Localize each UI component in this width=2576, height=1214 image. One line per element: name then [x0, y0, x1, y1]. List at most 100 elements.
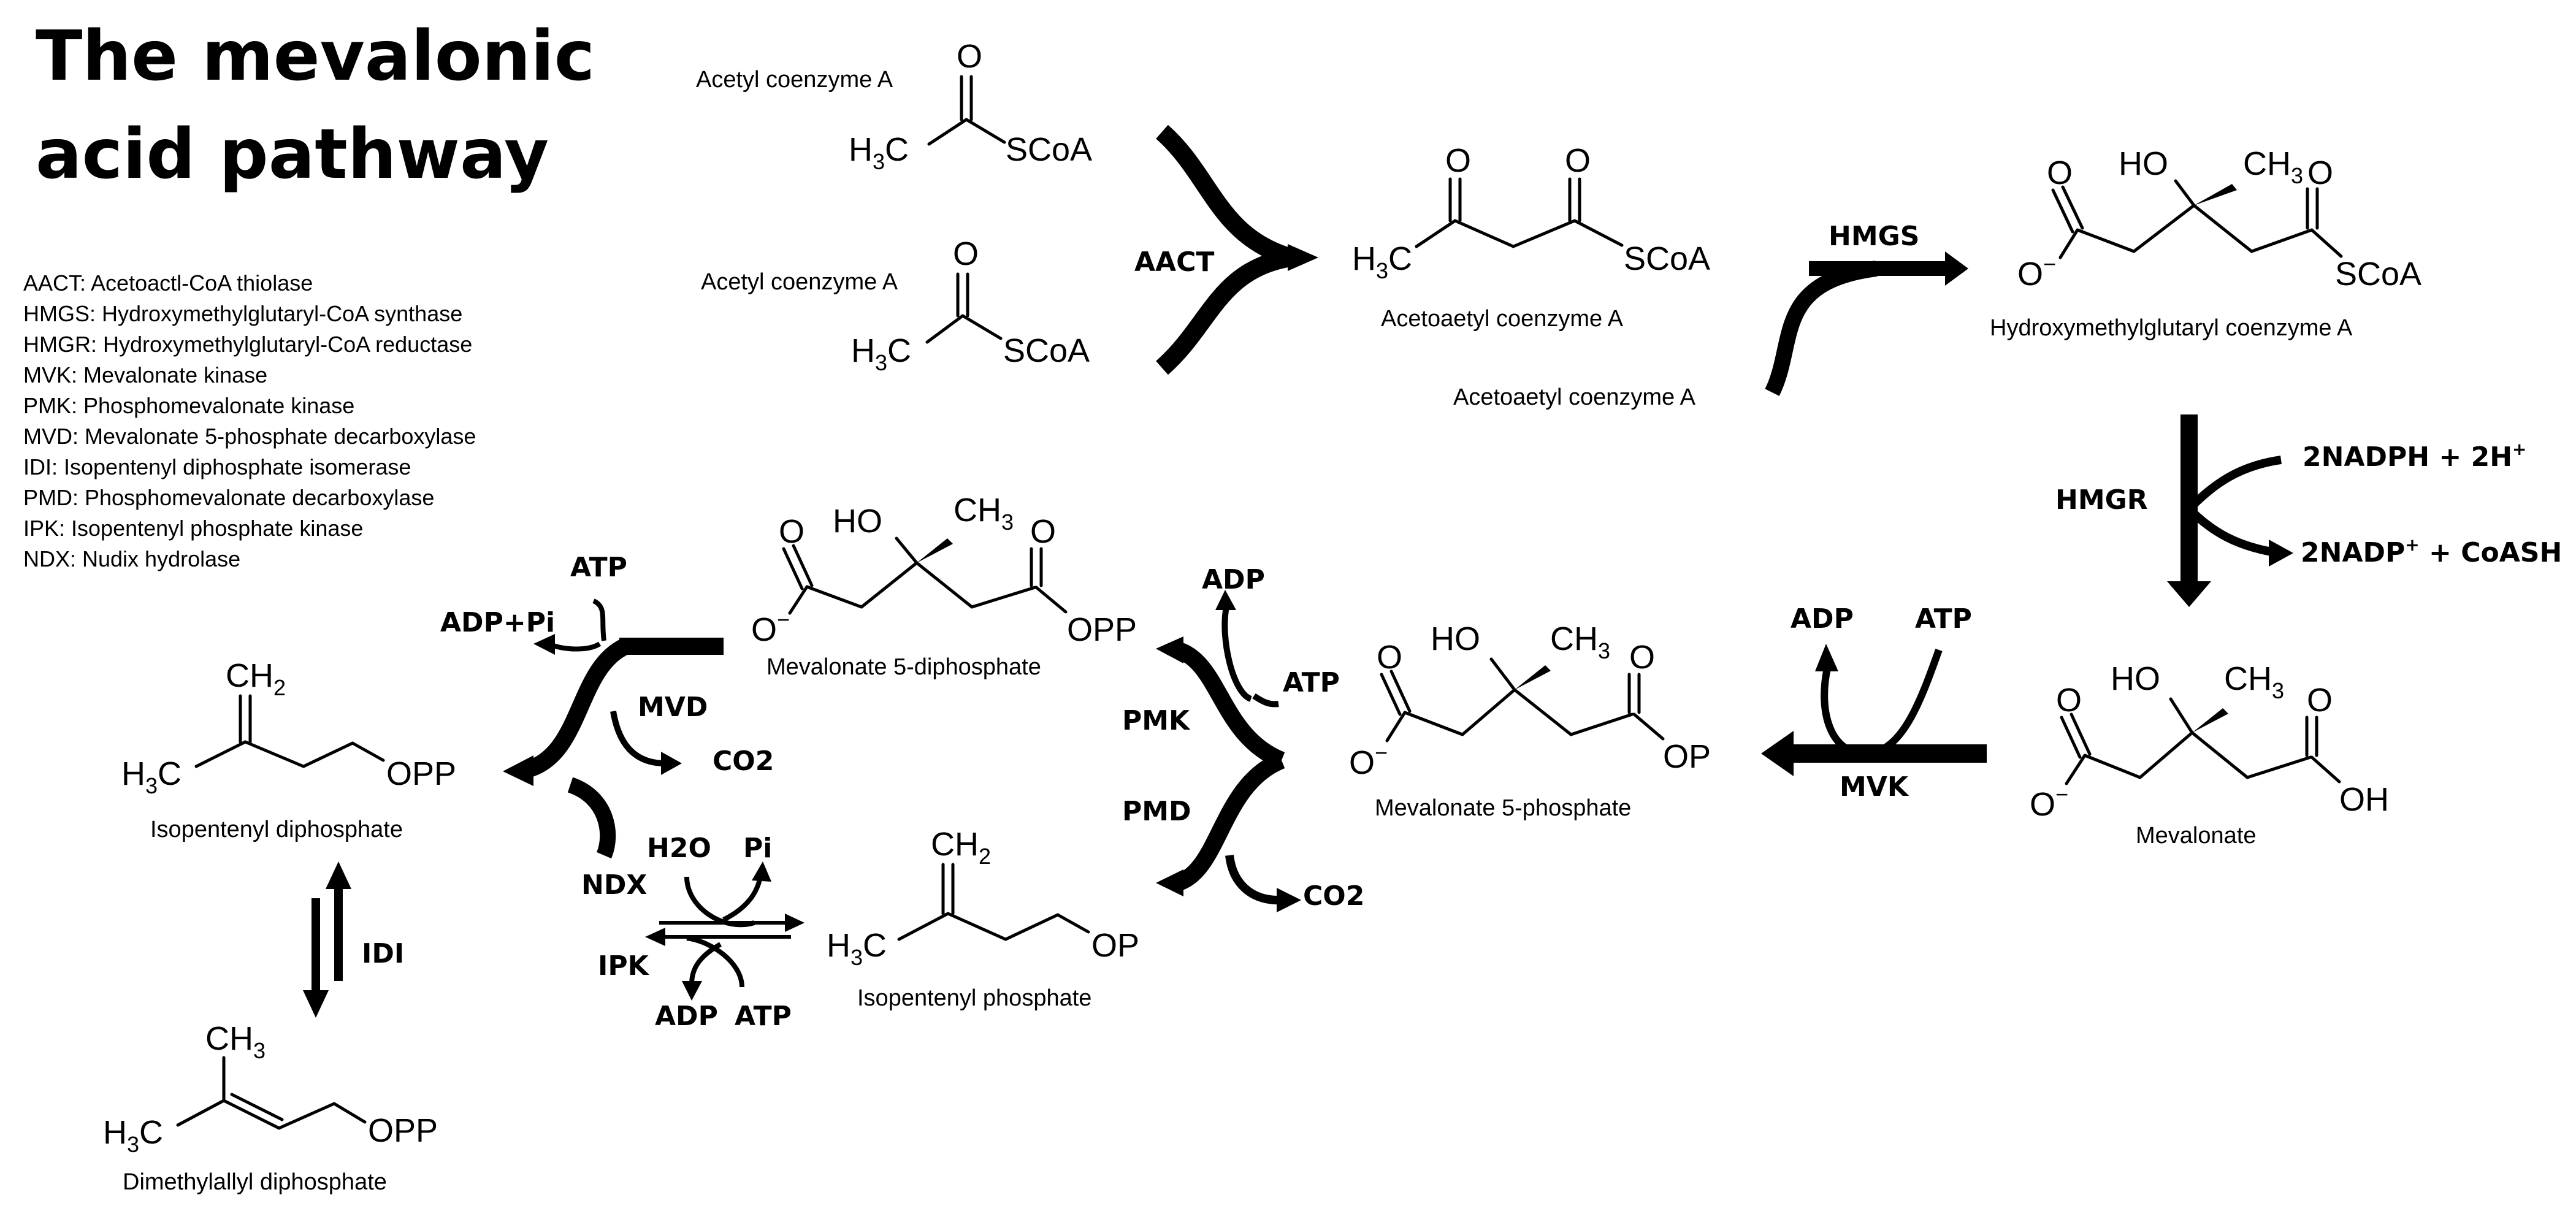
acetoacetyl-coa: O O H3C SCoA Acetoaetyl coenzyme A: [1352, 142, 1710, 332]
enzyme-hmgr: HMGR: [2055, 484, 2148, 516]
mevalonate-5-phosphate: HO CH3 O O O− OP Mevalonate 5-phosphate: [1349, 620, 1711, 821]
atom-label: O: [1565, 142, 1591, 179]
svg-text:O−: O−: [1349, 740, 1388, 781]
atom-label: O: [779, 513, 805, 550]
enzyme-legend: AACT: Acetoactl-CoA thiolase HMGS: Hydro…: [23, 270, 476, 571]
svg-text:H3C: H3C: [121, 755, 182, 798]
atom-label: HO: [2111, 660, 2160, 697]
mvd-reaction: MVD ATP ADP+Pi CO2: [440, 552, 774, 859]
svg-text:CH3: CH3: [205, 1020, 266, 1063]
enzyme-pmk: PMK: [1122, 705, 1191, 736]
svg-text:CH3: CH3: [1550, 620, 1610, 663]
compound-label: Isopentenyl diphosphate: [150, 817, 403, 842]
atom-label: O: [2047, 155, 2073, 191]
acetyl-coa-2: Acetyl coenzyme A O H3C SCoA: [701, 235, 1090, 375]
legend-item: IDI: Isopentenyl diphosphate isomerase: [23, 454, 411, 479]
atom-label: O: [2307, 155, 2333, 191]
atom-label: O: [2307, 682, 2333, 719]
svg-text:CH2: CH2: [931, 826, 991, 869]
cofactor-nadp: 2NADP+ + CoASH: [2301, 535, 2562, 568]
enzyme-ipk: IPK: [598, 950, 650, 982]
acetyl-coa-1: Acetyl coenzyme A O H3C SCoA: [696, 38, 1092, 174]
cofactor-co2: CO2: [1303, 880, 1364, 912]
atom-label: OPP: [1067, 611, 1137, 648]
title-line-2: acid pathway: [36, 115, 549, 194]
cofactor-atp: ATP: [570, 552, 627, 583]
atom-label: O: [1377, 639, 1402, 676]
compound-label: Isopentenyl phosphate: [857, 985, 1091, 1011]
isopentenyl-diphosphate: CH2 H3C OPP Isopentenyl diphosphate: [121, 657, 456, 842]
atom-label: SCoA: [2335, 256, 2421, 292]
svg-text:H3C: H3C: [849, 131, 909, 174]
svg-text:H3C: H3C: [103, 1114, 163, 1157]
cofactor-pi: Pi: [743, 833, 772, 864]
svg-text:H3C: H3C: [827, 927, 887, 970]
atom-label: SCoA: [1624, 240, 1710, 277]
enzyme-pmd: PMD: [1122, 796, 1191, 827]
atom-label: O: [1030, 513, 1056, 550]
atom-label: O: [1629, 639, 1655, 676]
atom-label: OPP: [386, 755, 456, 792]
atom-label: O: [953, 235, 979, 272]
atom-label: HO: [1431, 620, 1480, 657]
hmgs-reaction: HMGS Acetoaetyl coenzyme A: [1453, 221, 1968, 410]
svg-text:H3C: H3C: [851, 332, 911, 375]
cofactor-atp: ATP: [1283, 667, 1340, 698]
atom-label: OPP: [368, 1112, 438, 1149]
compound-label: Mevalonate 5-phosphate: [1375, 795, 1631, 821]
compound-label: Acetoaetyl coenzyme A: [1381, 306, 1624, 332]
legend-item: PMD: Phosphomevalonate decarboxylase: [23, 485, 434, 510]
compound-label: Dimethylallyl diphosphate: [123, 1169, 387, 1195]
svg-text:CH3: CH3: [2224, 660, 2284, 703]
legend-item: AACT: Acetoactl-CoA thiolase: [23, 270, 313, 296]
legend-item: IPK: Isopentenyl phosphate kinase: [23, 516, 363, 541]
svg-text:O−: O−: [2030, 782, 2068, 823]
legend-item: HMGR: Hydroxymethylglutaryl-CoA reductas…: [23, 332, 472, 357]
svg-text:CH3: CH3: [954, 492, 1014, 535]
atom-label: SCoA: [1003, 332, 1090, 369]
isopentenyl-phosphate: CH2 H3C OP Isopentenyl phosphate: [827, 826, 1139, 1011]
cofactor-adp: ADP: [1791, 603, 1854, 635]
enzyme-aact: AACT: [1134, 246, 1214, 278]
compound-label: Mevalonate 5-diphosphate: [766, 654, 1041, 680]
atom-label: OH: [2339, 781, 2389, 818]
cofactor-atp: ATP: [735, 1001, 792, 1032]
cofactor-atp: ATP: [1915, 603, 1972, 635]
aact-reaction: AACT: [1134, 124, 1318, 375]
pmk-pmd-reaction: PMK PMD ADP ATP CO2: [1122, 564, 1364, 912]
enzyme-idi: IDI: [362, 938, 404, 969]
atom-label: HO: [833, 503, 882, 540]
cofactor-adp: ADP: [1202, 564, 1265, 595]
ndx-ipk-reaction: NDX IPK H2O Pi ADP ATP: [581, 833, 805, 1032]
legend-item: HMGS: Hydroxymethylglutaryl-CoA synthase: [23, 301, 462, 326]
legend-item: PMK: Phosphomevalonate kinase: [23, 393, 354, 418]
mevalonate-5-diphosphate: HO CH3 O O O− OPP Mevalonate 5-diphospha…: [751, 492, 1137, 680]
cofactor-nadph: 2NADPH + 2H+: [2303, 439, 2527, 473]
enzyme-ndx: NDX: [581, 869, 647, 901]
cofactor-h2o: H2O: [647, 833, 711, 864]
svg-text:O−: O−: [751, 607, 790, 648]
mevalonate: HO CH3 O O O− OH Mevalonate: [2030, 660, 2389, 849]
atom-label: OP: [1091, 927, 1139, 964]
mvk-reaction: MVK ADP ATP: [1761, 603, 1987, 803]
cofactor-adp-pi: ADP+Pi: [440, 607, 555, 638]
idi-reaction: IDI: [303, 861, 404, 1018]
legend-item: MVD: Mevalonate 5-phosphate decarboxylas…: [23, 424, 476, 449]
compound-label: Hydroxymethylglutaryl coenzyme A: [1990, 315, 2353, 341]
compound-label: Acetyl coenzyme A: [696, 67, 893, 93]
compound-label: Mevalonate: [2136, 823, 2256, 849]
enzyme-mvk: MVK: [1840, 771, 1909, 803]
title-line-1: The mevalonic: [36, 17, 595, 96]
enzyme-mvd: MVD: [638, 692, 708, 723]
svg-text:H3C: H3C: [1352, 240, 1412, 283]
svg-text:CH3: CH3: [2243, 145, 2303, 188]
dimethylallyl-diphosphate: CH3 H3C OPP Dimethylallyl diphosphate: [103, 1020, 438, 1195]
legend-item: NDX: Nudix hydrolase: [23, 546, 240, 571]
legend-item: MVK: Mevalonate kinase: [23, 362, 267, 387]
enzyme-hmgs: HMGS: [1829, 221, 1919, 252]
atom-label: OP: [1663, 738, 1711, 775]
compound-label: Acetoaetyl coenzyme A: [1453, 384, 1696, 410]
atom-label: O: [1445, 142, 1471, 179]
hmgr-reaction: HMGR 2NADPH + 2H+ 2NADP+ + CoASH: [2055, 414, 2562, 607]
